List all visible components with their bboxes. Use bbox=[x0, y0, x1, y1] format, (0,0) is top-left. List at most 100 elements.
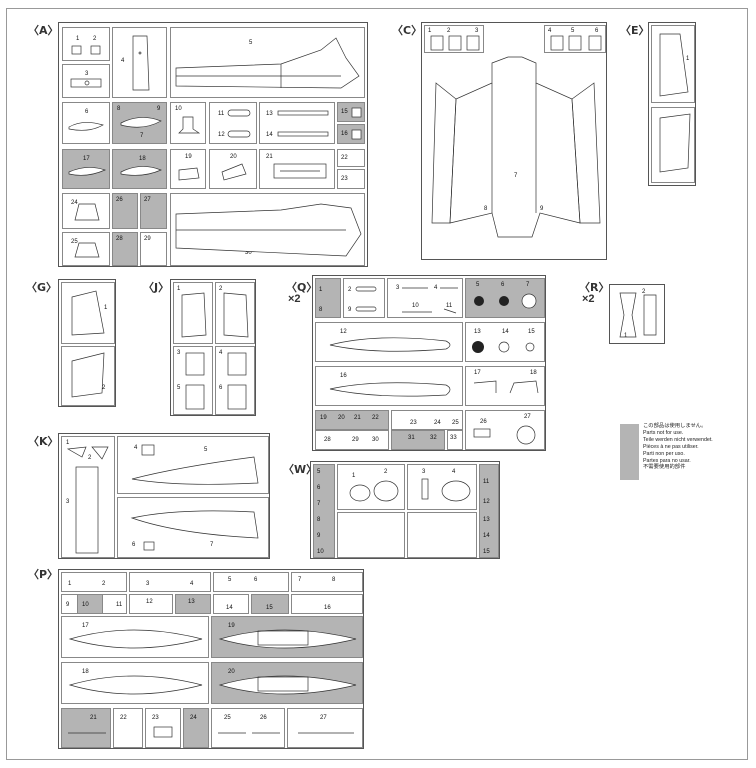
part-number: 5 bbox=[204, 447, 208, 453]
cell-a-15: 15 bbox=[337, 102, 365, 122]
part-number: 2 bbox=[447, 28, 451, 34]
part-number: 2 bbox=[102, 581, 106, 587]
cell-p-7-8: 7 8 bbox=[291, 572, 363, 592]
part-number: 11 bbox=[446, 303, 453, 309]
cell-g-1: 1 bbox=[61, 282, 115, 344]
part-number: 20 bbox=[338, 415, 345, 421]
part-number: 13 bbox=[266, 111, 273, 117]
part-number: 28 bbox=[116, 236, 123, 242]
part-number: 22 bbox=[341, 155, 348, 161]
part-number: 11 bbox=[483, 479, 490, 485]
part-number: 30 bbox=[372, 437, 379, 443]
part-number: 12 bbox=[146, 599, 153, 605]
part-number: 10 bbox=[175, 106, 182, 112]
legend-line: Parti non per uso. bbox=[643, 450, 685, 457]
cell-q-33: 33 bbox=[447, 430, 463, 450]
part-number: 1 bbox=[66, 440, 70, 446]
part-number: 7 bbox=[140, 133, 144, 139]
sprue-label-g: 〈G〉 bbox=[26, 281, 58, 294]
cell-c-1-3: 1 2 3 bbox=[424, 25, 484, 53]
part-number: 10 bbox=[412, 303, 419, 309]
sprue-label-k: 〈K〉 bbox=[28, 435, 59, 448]
cell-q-31-32: 31 32 bbox=[391, 430, 445, 450]
part-number: 5 bbox=[249, 40, 253, 46]
part-number: 4 bbox=[548, 28, 552, 34]
cell-q-19-22: 19 20 21 22 bbox=[315, 410, 389, 430]
cell-p-23: 23 bbox=[145, 708, 181, 748]
part-number: 30 bbox=[245, 250, 252, 256]
cell-c-4-6: 4 5 6 bbox=[544, 25, 606, 53]
part-number: 1 bbox=[686, 56, 690, 62]
part-number: 25 bbox=[71, 239, 78, 245]
legend-line: Parts not for use. bbox=[643, 429, 684, 436]
legend-line: Pièces à ne pas utiliser. bbox=[643, 443, 699, 450]
part-number: 27 bbox=[144, 197, 151, 203]
part-number: 27 bbox=[524, 414, 531, 420]
part-number: 17 bbox=[474, 370, 481, 376]
cell-j-2: 2 bbox=[215, 282, 255, 344]
legend-line: 不需要使用的部件 bbox=[643, 464, 686, 471]
sprue-label-r: 〈R〉 bbox=[579, 281, 610, 294]
sprue-label-c: 〈C〉 bbox=[392, 24, 423, 37]
part-number: 3 bbox=[146, 581, 150, 587]
part-number: 3 bbox=[422, 469, 426, 475]
part-number: 1 bbox=[76, 36, 80, 42]
part-number: 2 bbox=[102, 385, 106, 391]
cell-q-3-4-10-11: 3 4 10 11 bbox=[387, 278, 463, 318]
cell-p-1-2: 1 2 bbox=[61, 572, 127, 592]
sprue-label-w: 〈W〉 bbox=[283, 463, 318, 476]
part-number: 14 bbox=[226, 605, 233, 611]
cell-k-4-5: 4 5 bbox=[117, 436, 269, 494]
cell-p-17: 17 bbox=[61, 616, 209, 658]
cell-a-22: 22 bbox=[337, 149, 365, 167]
sprue-j: 1 2 3 5 4 6 bbox=[170, 279, 256, 416]
part-number: 14 bbox=[502, 329, 509, 335]
part-number: 18 bbox=[530, 370, 537, 376]
sprue-label-j: 〈J〉 bbox=[143, 281, 170, 294]
part-number: 13 bbox=[483, 517, 490, 523]
part-number: 6 bbox=[595, 28, 599, 34]
cell-q-23-25: 23 24 25 bbox=[391, 410, 463, 430]
part-number: 9 bbox=[348, 307, 352, 313]
sprue-e: 1 2 bbox=[648, 22, 696, 186]
part-number: 7 bbox=[514, 173, 518, 179]
part-number: 1 bbox=[352, 473, 356, 479]
cell-a-20: 20 bbox=[209, 149, 257, 189]
part-number: 16 bbox=[341, 131, 348, 137]
cell-p-3-4: 3 4 bbox=[129, 572, 211, 592]
part-number: 15 bbox=[266, 605, 273, 611]
part-number: 7 bbox=[317, 501, 321, 507]
part-number: 24 bbox=[71, 200, 78, 206]
sprue-p: 1 2 3 4 5 6 7 8 9 11 10 12 13 14 15 16 1… bbox=[58, 569, 364, 749]
sprue-r: 2 1 bbox=[609, 284, 665, 344]
part-number: 29 bbox=[144, 236, 151, 242]
part-number: 10 bbox=[82, 602, 89, 608]
part-number: 26 bbox=[260, 715, 267, 721]
part-number: 5 bbox=[317, 469, 321, 475]
cell-p-27: 27 bbox=[287, 708, 363, 748]
cell-p-24: 24 bbox=[183, 708, 209, 748]
part-number: 15 bbox=[483, 549, 490, 555]
part-number: 3 bbox=[66, 499, 70, 505]
cell-a-26: 26 bbox=[112, 193, 138, 229]
cell-w-3-4: 3 4 bbox=[407, 464, 477, 510]
cell-q-5-7: 5 6 7 bbox=[465, 278, 545, 318]
cell-q-17-18: 17 18 bbox=[465, 366, 545, 406]
cell-p-20: 20 bbox=[211, 662, 363, 704]
cell-a-3: 3 bbox=[62, 64, 110, 98]
cell-p-10: 10 bbox=[77, 594, 103, 614]
cell-p-5-6: 5 6 bbox=[213, 572, 289, 592]
part-number: 28 bbox=[324, 437, 331, 443]
not-for-use-legend: この部品は使用しません。 Parts not for use. Teile we… bbox=[643, 423, 713, 471]
cell-p-18: 18 bbox=[61, 662, 209, 704]
cell-a-1-2: 1 2 bbox=[62, 27, 110, 61]
part-number: 16 bbox=[340, 373, 347, 379]
cell-a-19: 19 bbox=[170, 149, 206, 189]
cell-a-6: 6 bbox=[62, 102, 110, 144]
part-number: 13 bbox=[188, 599, 195, 605]
cell-q-28-30: 28 29 30 bbox=[315, 430, 389, 450]
part-number: 14 bbox=[266, 132, 273, 138]
sprue-a: 1 2 3 4 5 6 8 9 7 10 11 12 13 14 15 bbox=[58, 22, 368, 267]
part-number: 12 bbox=[218, 132, 225, 138]
cell-j-1: 1 bbox=[173, 282, 213, 344]
